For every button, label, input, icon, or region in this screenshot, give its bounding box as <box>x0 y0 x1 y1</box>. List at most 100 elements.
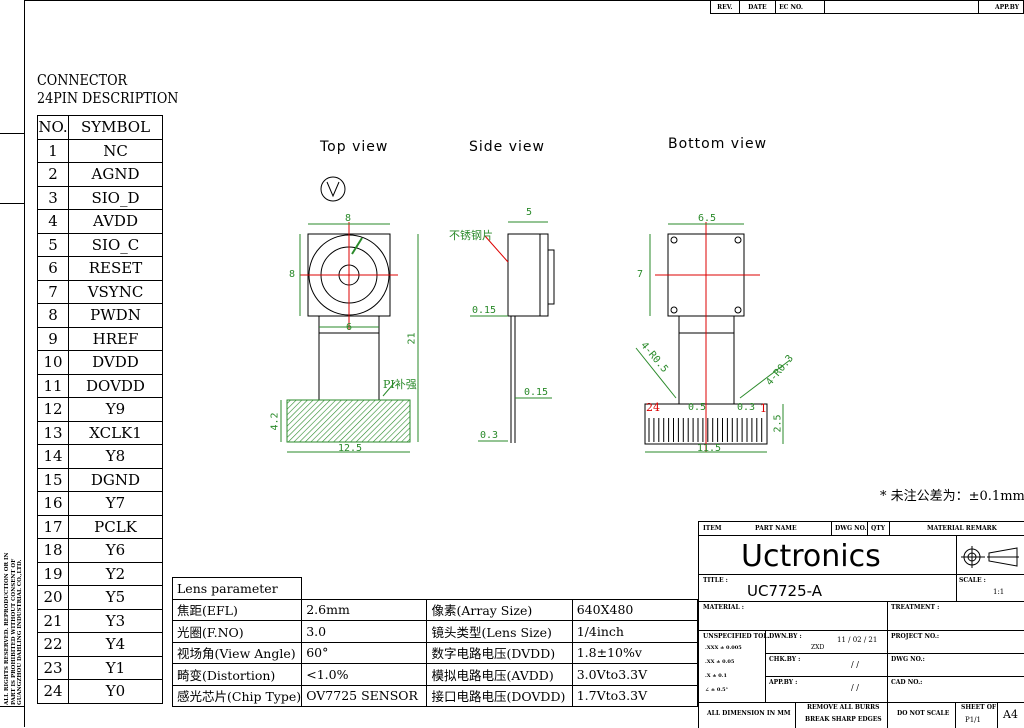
remove-burrs-label: REMOVE ALL BURRS <box>807 704 880 711</box>
dwg-no-label: DWG NO.: <box>891 656 925 663</box>
dim-bot-width: 6.5 <box>698 213 717 224</box>
dim-top-height: 8 <box>289 269 296 280</box>
project-no-label: PROJECT NO.: <box>891 633 940 640</box>
dim-bot-115: 11.5 <box>697 443 722 454</box>
lens-key: 焦距(EFL) <box>171 598 303 621</box>
pin-symbol: VSYNC <box>68 279 163 304</box>
top-pi-stiffener <box>286 399 411 443</box>
sheet-value: P1/1 <box>965 716 981 724</box>
pin-24-label: 24 <box>646 401 660 414</box>
orientation-icon <box>320 176 346 202</box>
lens-value: 1.7Vto3.3V <box>571 684 699 707</box>
side-housing <box>507 233 549 317</box>
tol-xxx: .XXX ± 0.005 <box>705 645 742 651</box>
lens-key: 畸变(Distortion) <box>171 663 303 686</box>
dwn-by-name: ZXD <box>811 644 825 651</box>
bottom-view <box>635 222 791 453</box>
pin-number: 16 <box>37 491 69 516</box>
lens-key: 光圈(F.NO) <box>171 620 303 643</box>
scale-label: SCALE : <box>959 577 986 584</box>
pin-symbol: Y3 <box>68 608 163 633</box>
pin-number: 13 <box>37 420 69 445</box>
dwn-by-label: DWN.BY : <box>769 633 802 640</box>
sheet-of-label: SHEET OF <box>961 704 997 711</box>
pin-symbol: PWDN <box>68 303 163 328</box>
lens-value: 60° <box>301 641 428 664</box>
pin-number: 11 <box>37 373 69 398</box>
unspecified-tol-label: UNSPECIFIED TOL. <box>703 633 770 640</box>
pin-number: 19 <box>37 561 69 586</box>
dim-top-pad-h: 4.2 <box>269 412 281 431</box>
app-date: / / <box>851 683 859 692</box>
chk-by-label: CHK.BY : <box>769 656 801 663</box>
lens-value: 640X480 <box>571 598 699 621</box>
pin-symbol: Y4 <box>68 632 163 657</box>
revision-header: REV. DATE EC NO. APP.BY <box>710 0 1024 14</box>
stainless-plate-label: 不锈钢片 <box>449 229 493 242</box>
lens-title: Lens parameter <box>171 577 303 600</box>
pin-1-label: 1 <box>760 402 767 415</box>
scale-value: 1:1 <box>993 588 1005 596</box>
left-tick-3 <box>0 706 24 707</box>
col-symbol-header: SYMBOL <box>68 115 163 140</box>
tolerance-note: * 未注公差为：±0.1mm <box>880 489 1024 504</box>
pin-symbol: PCLK <box>68 514 163 539</box>
lens-value: 1/4inch <box>571 620 699 643</box>
pin-symbol: DVDD <box>68 350 163 375</box>
pin-symbol: RESET <box>68 256 163 281</box>
top-view-title: Top view <box>320 139 389 155</box>
dim-bot-25: 2.5 <box>772 414 784 433</box>
pin-symbol: Y9 <box>68 397 163 422</box>
dim-top-width: 8 <box>345 213 352 224</box>
paper-size: A4 <box>1003 708 1018 721</box>
lens-key: 像素(Array Size) <box>426 598 573 621</box>
lens-key: 镜头类型(Lens Size) <box>426 620 573 643</box>
tol-angle: ∠ ± 0.5° <box>705 687 729 693</box>
title-block: ITEM PART NAME DWG NO. QTY MATERIAL REMA… <box>698 521 1024 728</box>
drawing-title: UC7725-A <box>747 582 822 600</box>
pin-symbol: Y8 <box>68 444 163 469</box>
connector-title: CONNECTOR <box>37 71 128 89</box>
dim-top-pad-w: 12.5 <box>338 443 363 454</box>
lens-key: 视场角(View Angle) <box>171 641 303 664</box>
pin-number: 6 <box>37 256 69 281</box>
material-remark-header: MATERIAL REMARK <box>927 525 997 532</box>
connector-subtitle: 24PIN DESCRIPTION <box>37 89 179 107</box>
pin-symbol: HREF <box>68 326 163 351</box>
pin-symbol: XCLK1 <box>68 420 163 445</box>
qty-header: QTY <box>871 525 885 532</box>
bottom-view-title: Bottom view <box>668 136 768 152</box>
dim-side-03: 0.3 <box>480 430 499 441</box>
pin-symbol: DGND <box>68 467 163 492</box>
projection-symbol-icon <box>961 546 1019 568</box>
cad-no-label: CAD NO.: <box>891 679 923 686</box>
pin-symbol: SIO_C <box>68 232 163 257</box>
item-header: ITEM <box>703 525 722 532</box>
lens-row: 畸变(Distortion)<1.0%模拟电路电压(AVDD)3.0Vto3.3… <box>171 663 699 686</box>
pin-number: 1 <box>37 138 69 163</box>
app-by-label: APP.BY : <box>769 679 798 686</box>
chk-date: / / <box>851 660 859 669</box>
top-view <box>280 176 419 453</box>
do-not-scale-label: DO NOT SCALE <box>897 710 950 717</box>
tol-x: .X ± 0.1 <box>705 673 727 679</box>
dwg-no-header: DWG NO. <box>835 525 867 532</box>
all-dimension-label: ALL DIMENSION IN MM <box>707 710 791 717</box>
lens-value: 2.6mm <box>301 598 428 621</box>
pin-number: 23 <box>37 655 69 680</box>
